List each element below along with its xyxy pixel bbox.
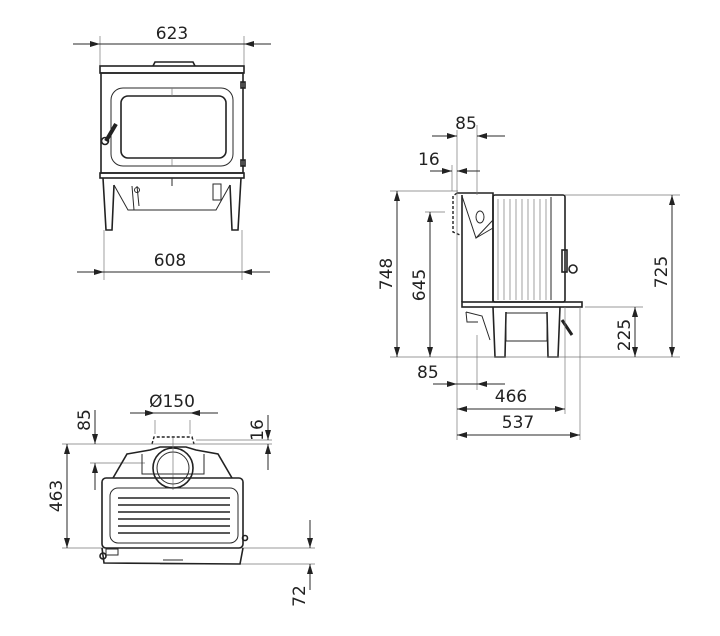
dim-base-height: 225	[615, 319, 635, 351]
dim-top-flue-offset: 85	[75, 409, 95, 431]
side-ribs	[497, 199, 547, 300]
dim-top-wall-gap: 16	[248, 419, 268, 441]
top-view: Ø150 85 16 463 72	[47, 392, 315, 607]
dim-body-depth: 466	[495, 387, 527, 407]
dim-body-height: 725	[652, 256, 672, 288]
top-grill-lines	[118, 497, 230, 534]
front-view: 623 608	[73, 24, 271, 280]
dim-front-width: 623	[156, 24, 188, 44]
dim-front-projection: 72	[290, 585, 310, 607]
dim-side-wall-gap: 16	[418, 150, 440, 170]
dim-overall-depth: 537	[502, 413, 534, 433]
dim-top-depth: 463	[47, 480, 67, 512]
dim-flue-center-height: 645	[410, 269, 430, 301]
dim-side-flue-offset: 85	[455, 114, 477, 134]
dim-leg-width: 608	[154, 251, 186, 271]
side-view: 85 16 748 645 725 225 85 466 537	[377, 114, 680, 440]
dim-rear-leg-offset: 85	[417, 363, 439, 383]
dim-total-height: 748	[377, 258, 397, 290]
dim-flue-diameter: Ø150	[149, 392, 195, 412]
